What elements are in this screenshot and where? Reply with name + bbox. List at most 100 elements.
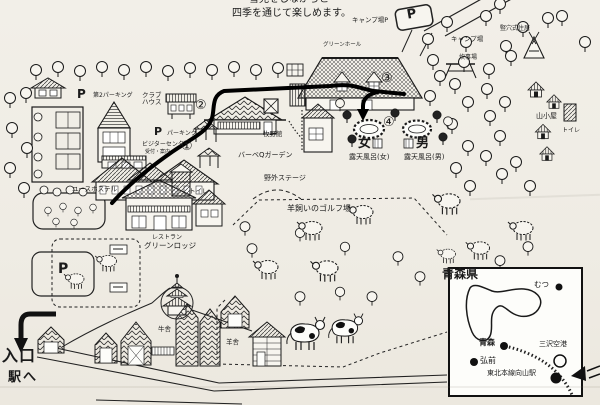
sheep-icon [465, 241, 490, 261]
tree-icon [422, 33, 434, 50]
label-open-air-bath-women: 露天風呂(女) [349, 153, 390, 161]
mutsu-dot [555, 283, 563, 291]
note-line2: 四季を通じて楽しめます。 [232, 8, 351, 19]
stop-4-marker: ④ [383, 115, 395, 130]
pit-dwelling-teepee [523, 31, 545, 59]
tree-icon [480, 10, 492, 27]
observation-tower [161, 274, 193, 316]
label-parking-main: パーキング [167, 130, 197, 137]
tree-icon [74, 65, 86, 82]
inset-title: 青森県 [442, 267, 479, 281]
label-parking-main-p: P [154, 125, 163, 138]
tree-icon [4, 162, 16, 179]
sheep-icon [507, 221, 534, 241]
tree-icon [496, 168, 508, 185]
tree-icon [481, 83, 493, 100]
small-house [29, 77, 67, 99]
tree-icon [462, 96, 474, 113]
tree-icon [462, 140, 474, 157]
toilet-hut-center [168, 163, 194, 197]
shrub-icon [432, 110, 442, 124]
airport-circle [553, 354, 567, 368]
tree-icon [18, 182, 30, 199]
cow-icon [328, 313, 364, 344]
sheep-icon [309, 260, 339, 283]
outdoor-stage-arc [252, 189, 302, 200]
tree-icon [70, 218, 78, 229]
tree-icon [424, 90, 436, 107]
open-air-bath-women-pool [352, 118, 386, 140]
aomori-dot [500, 342, 508, 350]
tree-icon [450, 162, 462, 179]
tree-icon [392, 251, 404, 267]
tree-icon [579, 36, 591, 53]
inset-map [448, 267, 600, 397]
note-line1: 雪見をしながらと [249, 0, 329, 6]
brick-silo-hut [247, 321, 287, 367]
cow-icon [286, 316, 326, 351]
tree-icon [206, 64, 218, 81]
tree-icon [449, 78, 461, 95]
label-open-air-bath-men: 露天風呂(男) [404, 153, 445, 161]
open-air-bath-men-pool [401, 119, 433, 139]
tree-icon [250, 64, 262, 81]
buildings [29, 31, 577, 367]
label-toilet-center: トイレ [189, 187, 209, 195]
label-youth-hostel: ユースホステル [72, 185, 118, 193]
map-sign-board [263, 98, 279, 114]
tennis-courts [31, 106, 84, 183]
label-cow-shed: 牛舎 [158, 325, 171, 333]
label-restaurant: レストラン [152, 234, 183, 241]
inset-airport: 三沢空港 [539, 340, 567, 348]
inset-aomori: 青森 [479, 338, 495, 347]
label-lower-parking-p: P [58, 261, 69, 277]
green-hall-building [289, 57, 424, 111]
tree-icon [366, 291, 378, 307]
tree-icon [434, 70, 446, 87]
sheep-icon [436, 248, 456, 264]
label-camp-site: キャンプ場 [451, 35, 484, 43]
tree-icon [162, 65, 174, 82]
label-parking-second: 第2パーキング [93, 92, 133, 99]
toilet-hut-east [563, 103, 577, 122]
tree-icon [464, 180, 476, 197]
inset-hirosaki: 弘前 [480, 356, 496, 365]
sheep-icon [252, 260, 279, 280]
label-bath-men-mark: 男 [416, 136, 430, 151]
tree-icon [510, 156, 522, 173]
label-sheep-golf: 羊飼いのゴルフ場 [287, 204, 351, 213]
tree-icon [556, 10, 568, 27]
tree-icon [6, 122, 18, 139]
mutsu-bay-outline [465, 284, 542, 342]
tree-icon [494, 0, 506, 15]
pen-signs [109, 244, 128, 293]
label-sheep-shed: 羊舎 [226, 338, 239, 346]
tree-icon [89, 203, 97, 214]
label-pit-dwelling: 竪穴式住居 [500, 25, 531, 32]
bath-tub-icons [372, 138, 414, 149]
stop-2-marker: ② [195, 98, 207, 113]
shrub-icon [438, 132, 448, 146]
tree-icon [52, 217, 60, 228]
sheep-icon [431, 193, 461, 216]
stop-1-marker: ① [181, 139, 193, 154]
tree-icon [96, 61, 108, 78]
label-clubhouse: クラブ ハウス [142, 91, 162, 106]
tree-icon [339, 241, 351, 256]
label-to-station: 駅へ [8, 370, 39, 385]
tree-icon [239, 221, 251, 237]
cow-shed-barns [37, 303, 221, 367]
label-outdoor-stage: 野外ステージ [264, 174, 306, 182]
tree-icon [494, 130, 506, 147]
station-arrow-tail [586, 365, 600, 379]
bench-table [286, 63, 304, 77]
label-parking2-p: P [77, 87, 86, 101]
bath-house-building [300, 103, 336, 153]
bbq-pergolas [192, 119, 222, 168]
bushes [33, 112, 88, 197]
inset-mutsu: むつ [534, 280, 549, 289]
tree-icon [4, 92, 16, 109]
tree-icon [483, 63, 495, 80]
tree-icon [522, 241, 534, 257]
